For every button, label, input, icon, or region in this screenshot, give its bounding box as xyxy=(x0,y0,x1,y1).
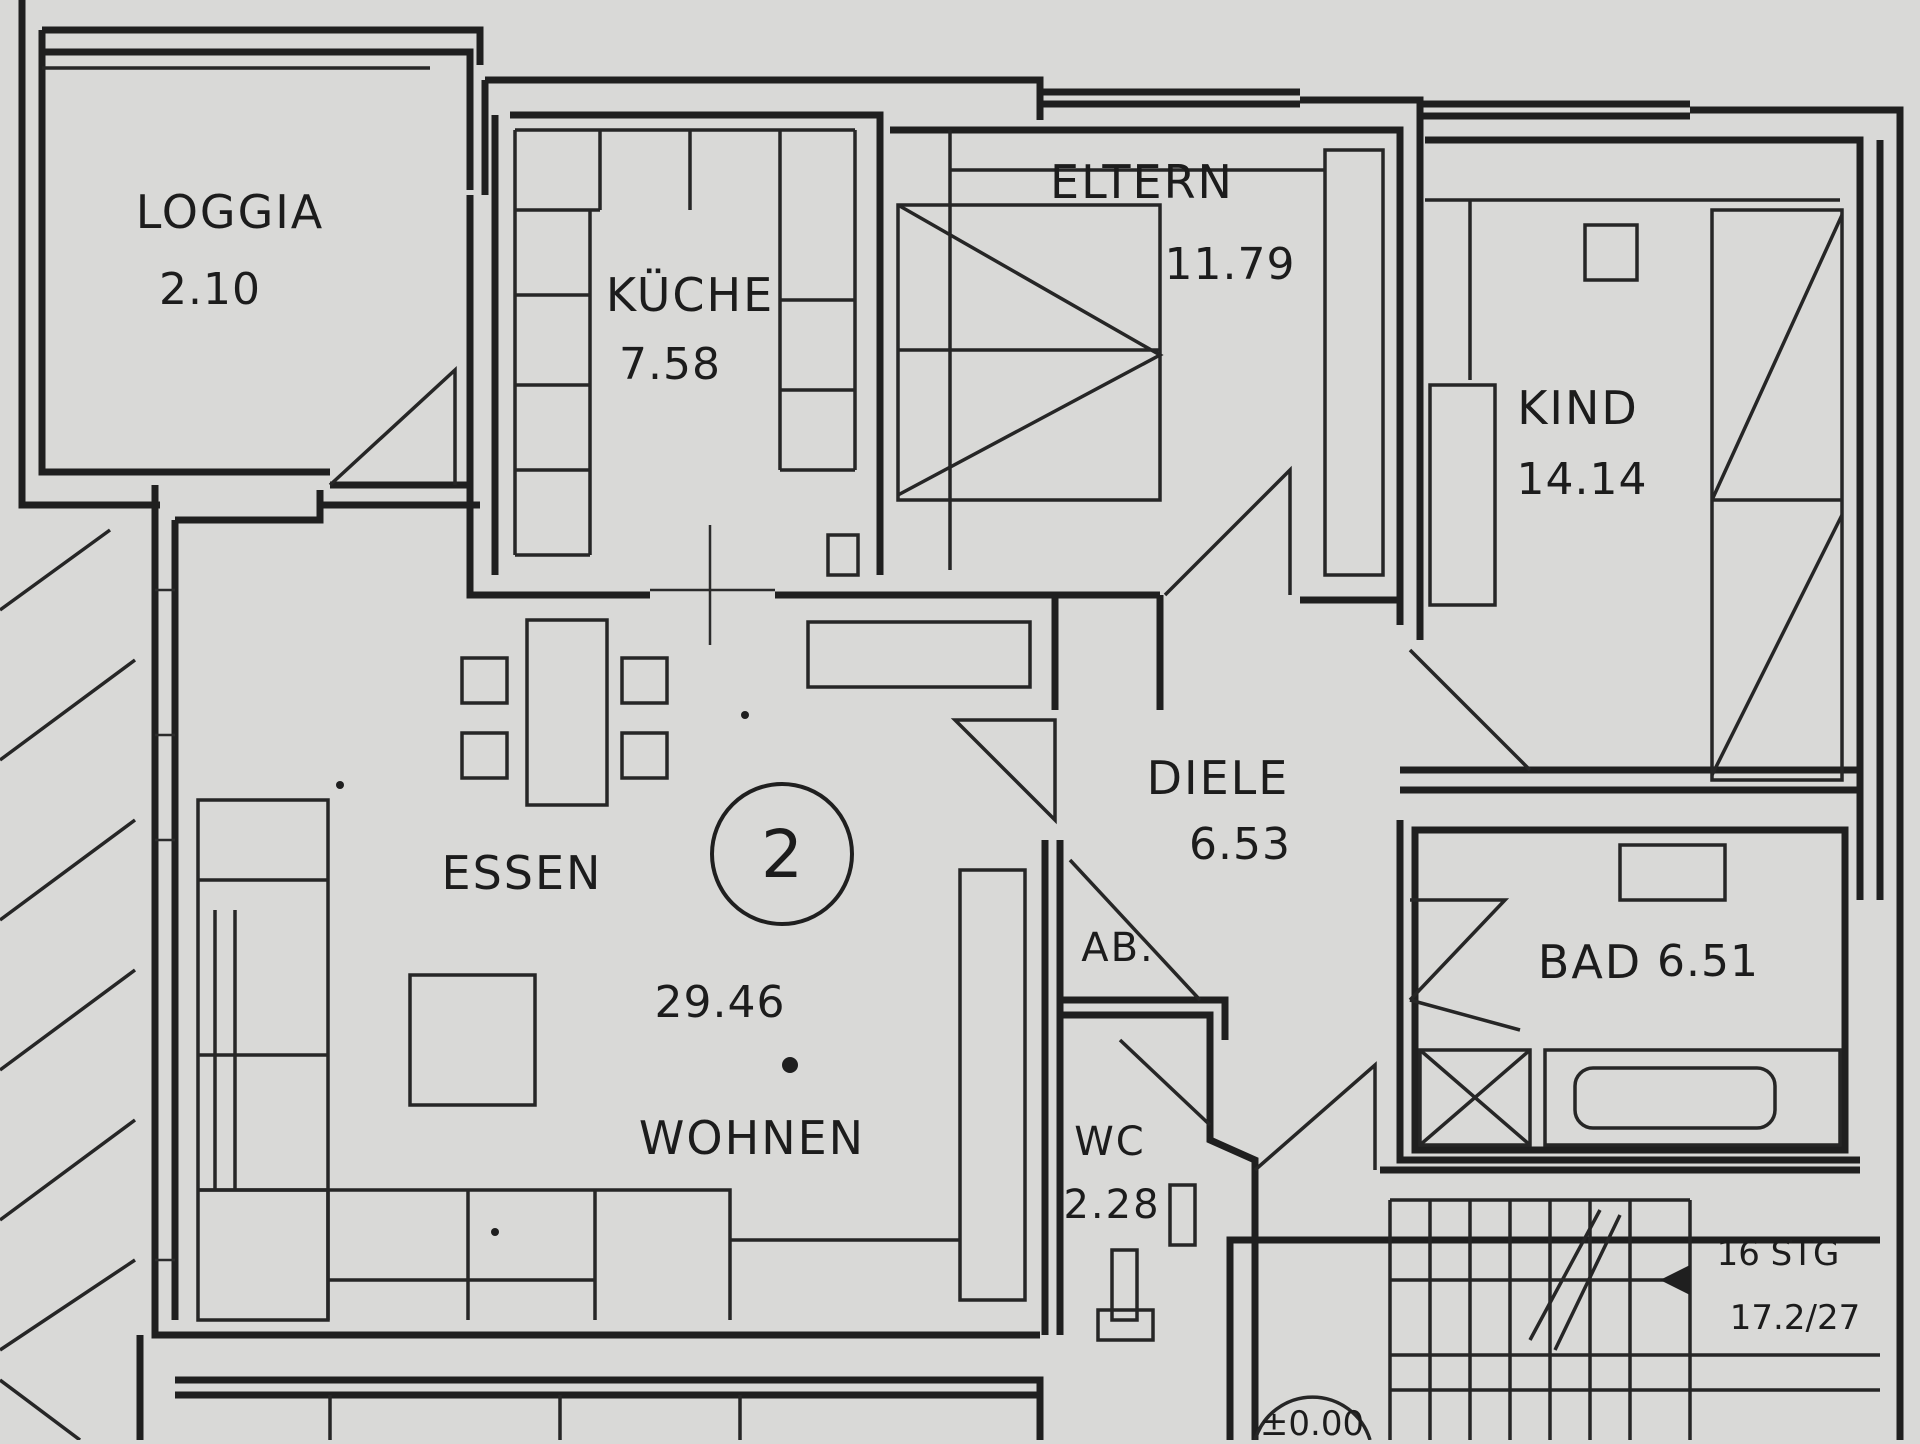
living-dining xyxy=(196,595,1059,1335)
loggia-area: 2.10 xyxy=(159,264,261,315)
eltern-label: ELTERN xyxy=(1050,155,1234,209)
loggia-walls xyxy=(18,0,484,509)
level-marker: ±0.00 xyxy=(1259,1404,1365,1444)
bad-label: BAD xyxy=(1537,935,1643,989)
kind-room xyxy=(1400,125,1864,900)
abstell-label: AB. xyxy=(1081,925,1155,971)
bathroom xyxy=(1396,820,1860,1164)
lower-wall xyxy=(175,1391,1040,1440)
essen-label: ESSEN xyxy=(441,846,603,900)
diele-label: DIELE xyxy=(1146,751,1290,805)
eltern-area: 11.79 xyxy=(1164,239,1296,290)
kitchen xyxy=(466,111,1160,645)
kueche-area: 7.58 xyxy=(619,339,721,390)
kind-area: 14.14 xyxy=(1516,454,1648,505)
bad-area: 6.51 xyxy=(1657,936,1759,987)
hall-storage-wc xyxy=(1056,840,1377,1440)
eltern-room xyxy=(876,126,1404,710)
loggia-label: LOGGIA xyxy=(135,185,325,239)
stairs-dimension: 17.2/27 xyxy=(1729,1298,1861,1338)
unit-number-badge: 2 xyxy=(710,782,854,926)
staircase xyxy=(1253,1166,1880,1440)
diele-area: 6.53 xyxy=(1189,819,1291,870)
kueche-label: KÜCHE xyxy=(605,268,775,322)
exterior-hatching xyxy=(0,528,137,1440)
wc-area: 2.28 xyxy=(1063,1182,1161,1228)
wohnen-area: 29.46 xyxy=(654,977,786,1028)
kind-label: KIND xyxy=(1517,381,1639,435)
wohnen-label: WOHNEN xyxy=(638,1111,866,1165)
wc-label: WC xyxy=(1074,1119,1146,1165)
outer-walls xyxy=(136,76,1904,1440)
stairs-steps: 16 STG xyxy=(1716,1234,1840,1274)
